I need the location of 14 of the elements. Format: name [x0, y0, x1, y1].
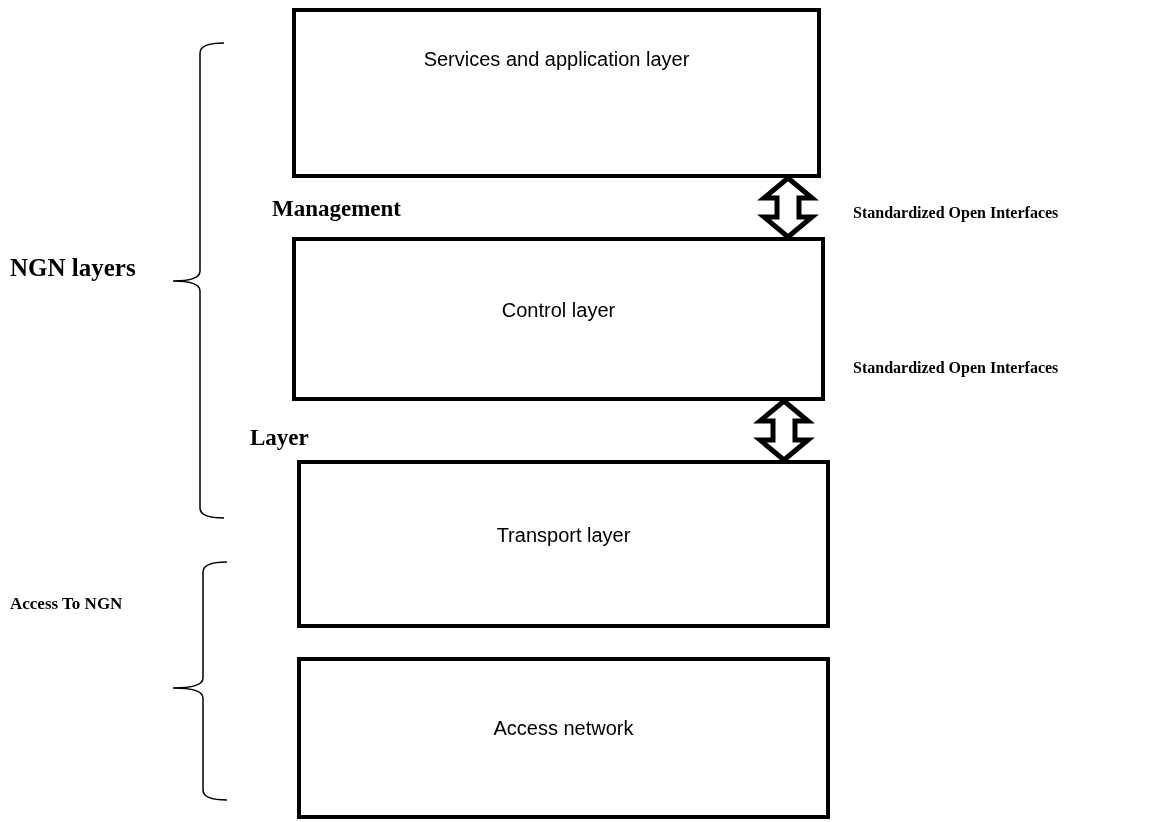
group-label: Access To NGN: [10, 594, 123, 614]
interface-label: Standardized Open Interfaces: [853, 204, 1059, 222]
layer-box: [297, 657, 830, 819]
layer-label: Services and application layer: [423, 48, 690, 71]
layer-box: [292, 237, 825, 401]
layer-box: [297, 460, 830, 628]
layer-box: [292, 8, 821, 178]
layer-label: Control layer: [501, 299, 616, 322]
layer-label: Management: [272, 196, 402, 222]
group-label: NGN layers: [10, 254, 136, 282]
layer-label: Transport layer: [496, 524, 631, 547]
layer-label: Layer: [250, 425, 309, 451]
interface-label: Standardized Open Interfaces: [853, 359, 1059, 377]
layer-label: Access network: [493, 717, 634, 740]
